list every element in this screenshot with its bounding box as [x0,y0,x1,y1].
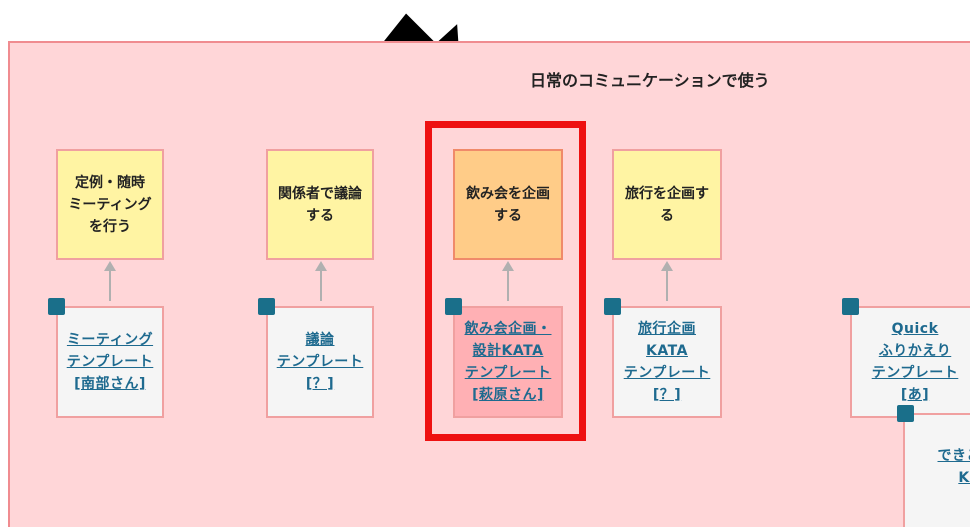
connector-line [666,271,668,301]
link-graph-icon [604,298,621,315]
link-graph-icon [842,298,859,315]
highlight-frame [425,121,586,441]
connector-arrow-icon [104,261,116,271]
sticky-text: 飲み会を企画 する [466,185,550,224]
link-graph-icon [445,298,462,315]
template-link[interactable]: 議論 テンプレート [？] [276,332,364,392]
sticky-meeting[interactable]: 定例・随時 ミーティング を行う [56,149,164,260]
sticky-discussion[interactable]: 関係者で議論 する [266,149,374,260]
connector-line [109,271,111,301]
group-title: 日常のコミュニケーションで使う [530,71,770,90]
template-link[interactable]: できこ KA [937,448,970,486]
link-graph-icon [48,298,65,315]
template-link[interactable]: ミーティング テンプレート [南部さん] [66,332,154,392]
template-link[interactable]: Quick ふりかえり テンプレート [あ] [871,321,959,403]
template-card-partial: できこ KA [903,413,970,527]
sticky-text: 関係者で議論 する [278,185,362,224]
template-card-travel: 旅行企画 KATA テンプレート [？] [612,306,722,418]
template-card-discussion: 議論 テンプレート [？] [266,306,374,418]
template-link[interactable]: 旅行企画 KATA テンプレート [？] [623,321,711,403]
connector-line [507,271,509,301]
connector-line [320,271,322,301]
sticky-text: 定例・随時 ミーティング を行う [68,174,152,235]
sticky-travel[interactable]: 旅行を企画す る [612,149,722,260]
template-link[interactable]: 飲み会企画・ 設計KATA テンプレート [萩原さん] [464,321,552,403]
connector-arrow-icon [661,261,673,271]
link-graph-icon [258,298,275,315]
sticky-text: 旅行を企画す る [625,185,709,224]
template-card-meeting: ミーティング テンプレート [南部さん] [56,306,164,418]
connector-arrow-icon [315,261,327,271]
template-card-party: 飲み会企画・ 設計KATA テンプレート [萩原さん] [453,306,563,418]
template-card-quick-retro: Quick ふりかえり テンプレート [あ] [850,306,970,418]
connector-arrow-icon [502,261,514,271]
link-graph-icon [897,405,914,422]
sticky-party[interactable]: 飲み会を企画 する [453,149,563,260]
